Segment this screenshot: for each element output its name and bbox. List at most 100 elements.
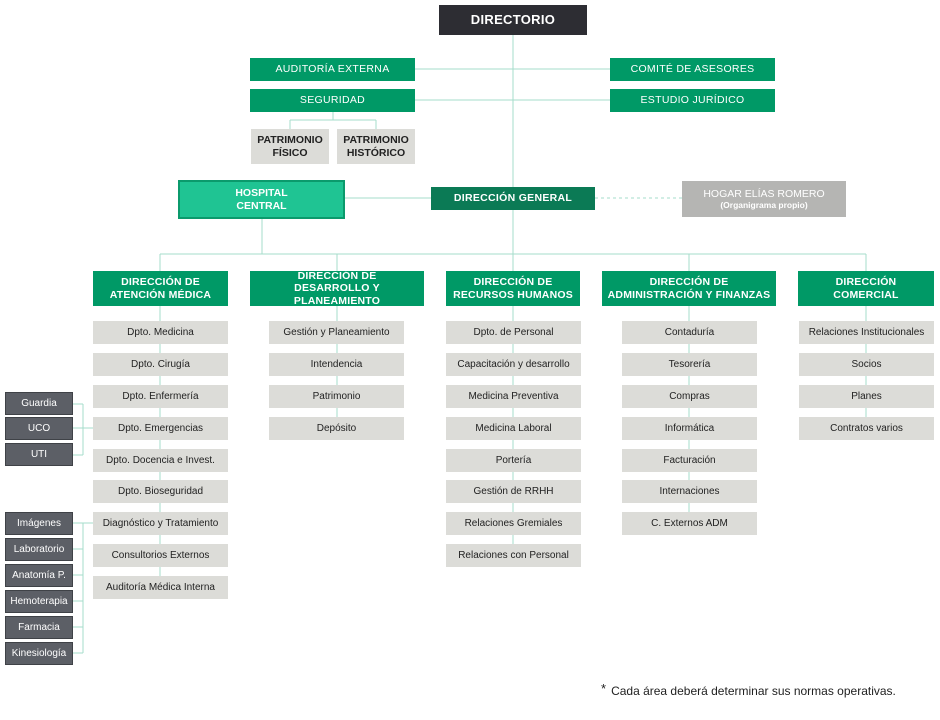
- hospital-central-line1: HOSPITAL: [235, 186, 288, 199]
- estudio-juridico-label: ESTUDIO JURÍDICO: [640, 94, 745, 107]
- compras: Compras: [622, 385, 757, 408]
- tesoreria: Tesorería: [622, 353, 757, 376]
- direccion-general-box: DIRECCIÓN GENERAL: [431, 187, 595, 210]
- unit-label: Hemoterapia: [10, 595, 68, 607]
- unit-kinesiologia: Kinesiología: [5, 642, 73, 665]
- item-label: Gestión y Planeamiento: [283, 326, 390, 338]
- item-label: Internaciones: [659, 485, 720, 497]
- direction-title-line1: DIRECCIÓN DE: [649, 275, 729, 288]
- unit-guardia: Guardia: [5, 392, 73, 415]
- unit-farmacia: Farmacia: [5, 616, 73, 639]
- item-label: Portería: [495, 454, 532, 466]
- comite-asesores-label: COMITÉ DE ASESORES: [630, 63, 755, 76]
- directorio-label: DIRECTORIO: [470, 12, 556, 28]
- dpto-cirugia: Dpto. Cirugía: [93, 353, 228, 376]
- contratos-varios: Contratos varios: [799, 417, 934, 440]
- unit-label: UTI: [30, 448, 48, 460]
- item-label: Relaciones Gremiales: [464, 517, 563, 529]
- hogar-name: HOGAR ELÍAS ROMERO: [703, 187, 825, 200]
- direccion-general-label: DIRECCIÓN GENERAL: [453, 192, 573, 205]
- patrimonio-fisico-box: PATRIMONIO FÍSICO: [251, 129, 329, 164]
- item-label: Planes: [851, 390, 882, 402]
- item-label: Compras: [669, 390, 710, 402]
- footnote-text: Cada área deberá determinar sus normas o…: [611, 684, 896, 698]
- planes: Planes: [799, 385, 934, 408]
- direction-title-line2: RECURSOS HUMANOS: [453, 288, 573, 301]
- unit-label: Kinesiología: [11, 647, 67, 659]
- medicina-preventiva: Medicina Preventiva: [446, 385, 581, 408]
- auditoria-externa-label: AUDITORÍA EXTERNA: [275, 63, 390, 76]
- deposito: Depósito: [269, 417, 404, 440]
- item-label: Diagnóstico y Tratamiento: [102, 517, 219, 529]
- item-label: Informática: [664, 422, 715, 434]
- item-label: Socios: [851, 358, 882, 370]
- unit-uco: UCO: [5, 417, 73, 440]
- direction-title-line1: DIRECCIÓN DE: [473, 275, 553, 288]
- seguridad-box: SEGURIDAD: [250, 89, 415, 112]
- direction-title-line1: DIRECCIÓN DE: [121, 275, 200, 288]
- unit-laboratorio: Laboratorio: [5, 538, 73, 561]
- porteria: Portería: [446, 449, 581, 472]
- intendencia: Intendencia: [269, 353, 404, 376]
- relaciones-institucionales: Relaciones Institucionales: [799, 321, 934, 344]
- seguridad-label: SEGURIDAD: [299, 94, 366, 107]
- socios: Socios: [799, 353, 934, 376]
- hogar-elias-romero-box: HOGAR ELÍAS ROMERO (Organigrama propio): [682, 181, 846, 217]
- unit-label: Farmacia: [18, 621, 60, 633]
- auditoria-medica-interna: Auditoría Médica Interna: [93, 576, 228, 599]
- item-label: Contaduría: [664, 326, 715, 338]
- unit-hemoterapia: Hemoterapia: [5, 590, 73, 613]
- item-label: C. Externos ADM: [651, 517, 728, 529]
- item-label: Tesorería: [668, 358, 711, 370]
- direction-title-line2: DESARROLLO Y PLANEAMIENTO: [293, 282, 381, 307]
- item-label: Relaciones Institucionales: [808, 326, 925, 338]
- dpto-emergencias: Dpto. Emergencias: [93, 417, 228, 440]
- unit-label: Guardia: [21, 397, 57, 409]
- item-label: Dpto. Bioseguridad: [117, 485, 204, 497]
- item-label: Relaciones con Personal: [458, 549, 569, 561]
- item-label: Auditoría Médica Interna: [106, 581, 215, 593]
- patrimonio-fisico-line1: PATRIMONIO: [257, 133, 323, 146]
- capacitacion-desarrollo: Capacitación y desarrollo: [446, 353, 581, 376]
- direccion-desarrollo-planeamiento: DIRECCIÓN DE DESARROLLO Y PLANEAMIENTO: [250, 270, 424, 307]
- dpto-bioseguridad: Dpto. Bioseguridad: [93, 480, 228, 503]
- item-label: Dpto. Emergencias: [117, 422, 204, 434]
- informatica: Informática: [622, 417, 757, 440]
- unit-imagenes: Imágenes: [5, 512, 73, 535]
- patrimonio: Patrimonio: [269, 385, 404, 408]
- contaduria: Contaduría: [622, 321, 757, 344]
- unit-label: UCO: [27, 422, 51, 434]
- direccion-recursos-humanos: DIRECCIÓN DE RECURSOS HUMANOS: [446, 271, 580, 306]
- gestion-planeamiento: Gestión y Planeamiento: [269, 321, 404, 344]
- direccion-comercial: DIRECCIÓN COMERCIAL: [798, 271, 934, 306]
- item-label: Dpto. Medicina: [127, 326, 194, 338]
- direction-title-line1: DIRECCIÓN: [835, 275, 897, 288]
- footnote: * Cada área deberá determinar sus normas …: [601, 681, 896, 698]
- direction-title-line2: ADMINISTRACIÓN Y FINANZAS: [607, 288, 771, 301]
- diagnostico-tratamiento: Diagnóstico y Tratamiento: [93, 512, 228, 535]
- patrimonio-historico-line1: PATRIMONIO: [343, 133, 409, 146]
- comite-asesores-box: COMITÉ DE ASESORES: [610, 58, 775, 81]
- item-label: Contratos varios: [830, 422, 903, 434]
- hospital-central-box: HOSPITAL CENTRAL: [178, 180, 345, 219]
- hogar-sub: (Organigrama propio): [720, 200, 808, 211]
- item-label: Depósito: [316, 422, 357, 434]
- item-label: Dpto. Enfermería: [122, 390, 199, 402]
- gestion-rrhh: Gestión de RRHH: [446, 480, 581, 503]
- facturacion: Facturación: [622, 449, 757, 472]
- dpto-enfermeria: Dpto. Enfermería: [93, 385, 228, 408]
- item-label: Capacitación y desarrollo: [457, 358, 570, 370]
- direccion-atencion-medica: DIRECCIÓN DE ATENCIÓN MÉDICA: [93, 271, 228, 306]
- footnote-star: *: [601, 681, 607, 696]
- item-label: Consultorios Externos: [111, 549, 210, 561]
- internaciones: Internaciones: [622, 480, 757, 503]
- item-label: Facturación: [663, 454, 716, 466]
- directorio-box: DIRECTORIO: [439, 5, 587, 35]
- patrimonio-historico-line2: HISTÓRICO: [346, 146, 406, 159]
- relaciones-personal: Relaciones con Personal: [446, 544, 581, 567]
- hospital-central-line2: CENTRAL: [236, 199, 287, 212]
- medicina-laboral: Medicina Laboral: [446, 417, 581, 440]
- c-externos-adm: C. Externos ADM: [622, 512, 757, 535]
- unit-label: Anatomía P.: [12, 569, 66, 581]
- relaciones-gremiales: Relaciones Gremiales: [446, 512, 581, 535]
